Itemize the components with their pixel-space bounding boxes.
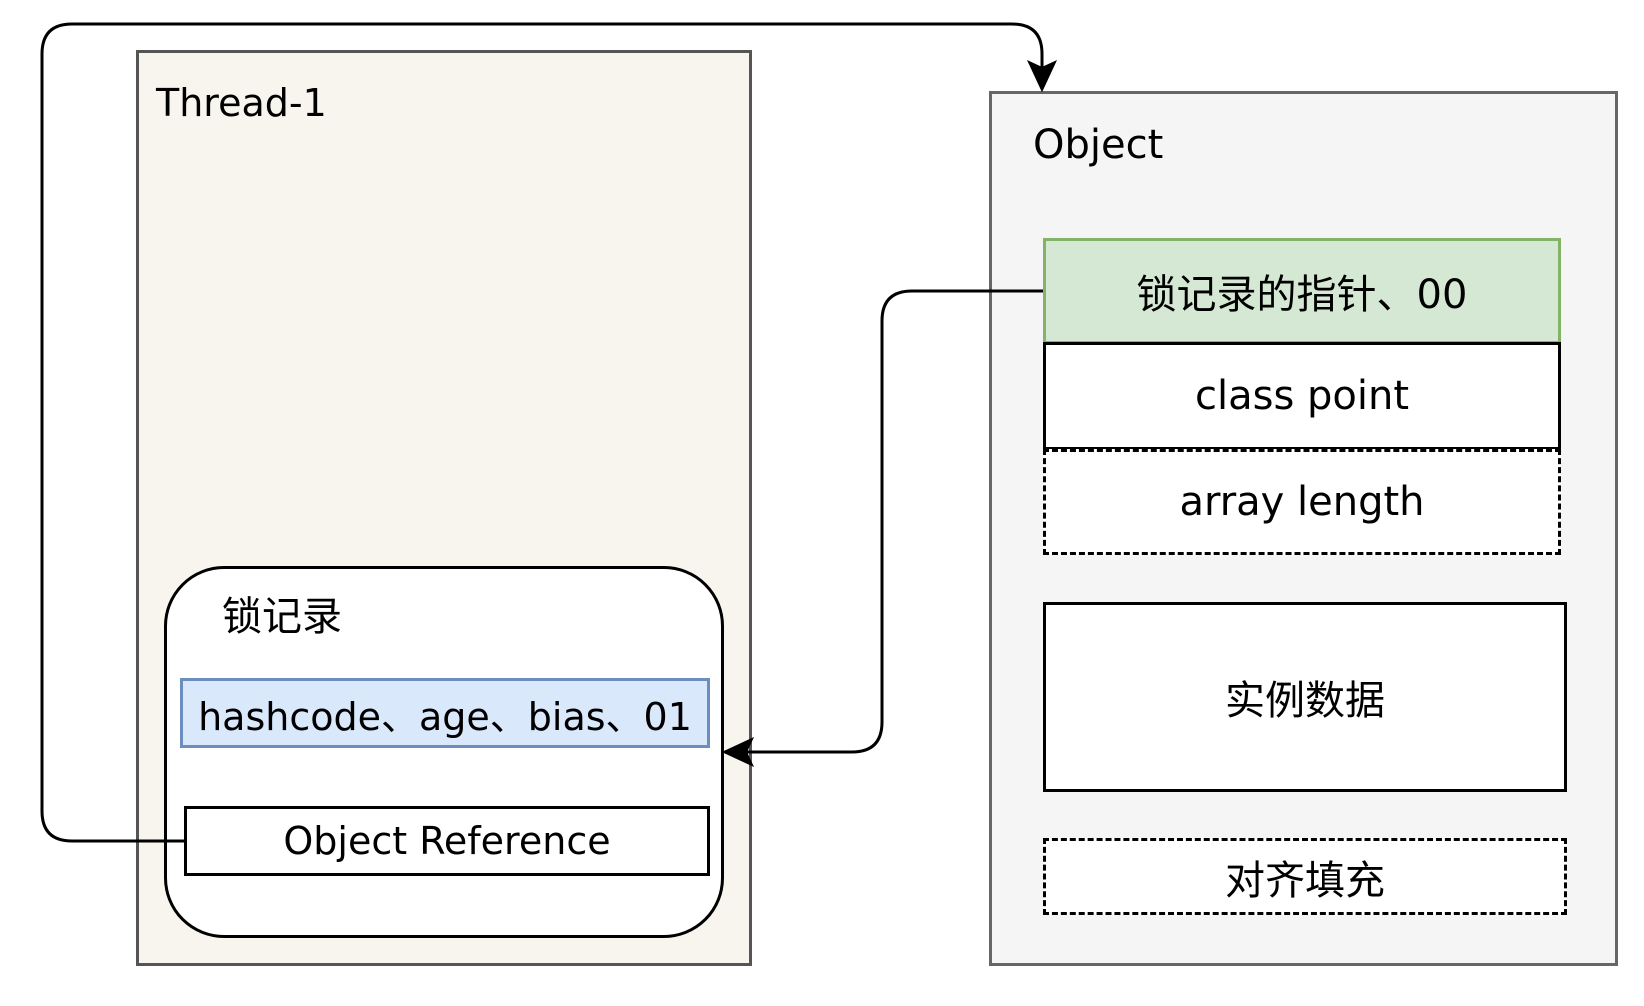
object-reference-cell: Object Reference [184, 806, 710, 876]
padding-label: 对齐填充 [1225, 857, 1385, 904]
class-point-label: class point [1194, 373, 1410, 419]
thread-title: Thread-1 [156, 81, 327, 125]
instance-data-label: 实例数据 [1225, 678, 1385, 724]
array-length-cell: array length [1043, 449, 1561, 555]
lock-record-title: 锁记录 [222, 594, 342, 640]
class-point-cell: class point [1043, 342, 1561, 450]
padding-cell: 对齐填充 [1043, 838, 1567, 915]
displaced-mark-word-label: hashcode、age、bias、01 [198, 694, 692, 739]
instance-data-cell: 实例数据 [1043, 602, 1567, 792]
mark-word-cell: 锁记录的指针、00 [1043, 238, 1561, 344]
mark-word-label: 锁记录的指针、00 [1136, 272, 1468, 318]
array-length-label: array length [1179, 479, 1425, 525]
object-reference-arrowhead [1026, 59, 1058, 93]
object-title: Object [1033, 122, 1164, 168]
object-reference-label: Object Reference [283, 819, 611, 863]
displaced-mark-word-cell: hashcode、age、bias、01 [180, 678, 710, 748]
